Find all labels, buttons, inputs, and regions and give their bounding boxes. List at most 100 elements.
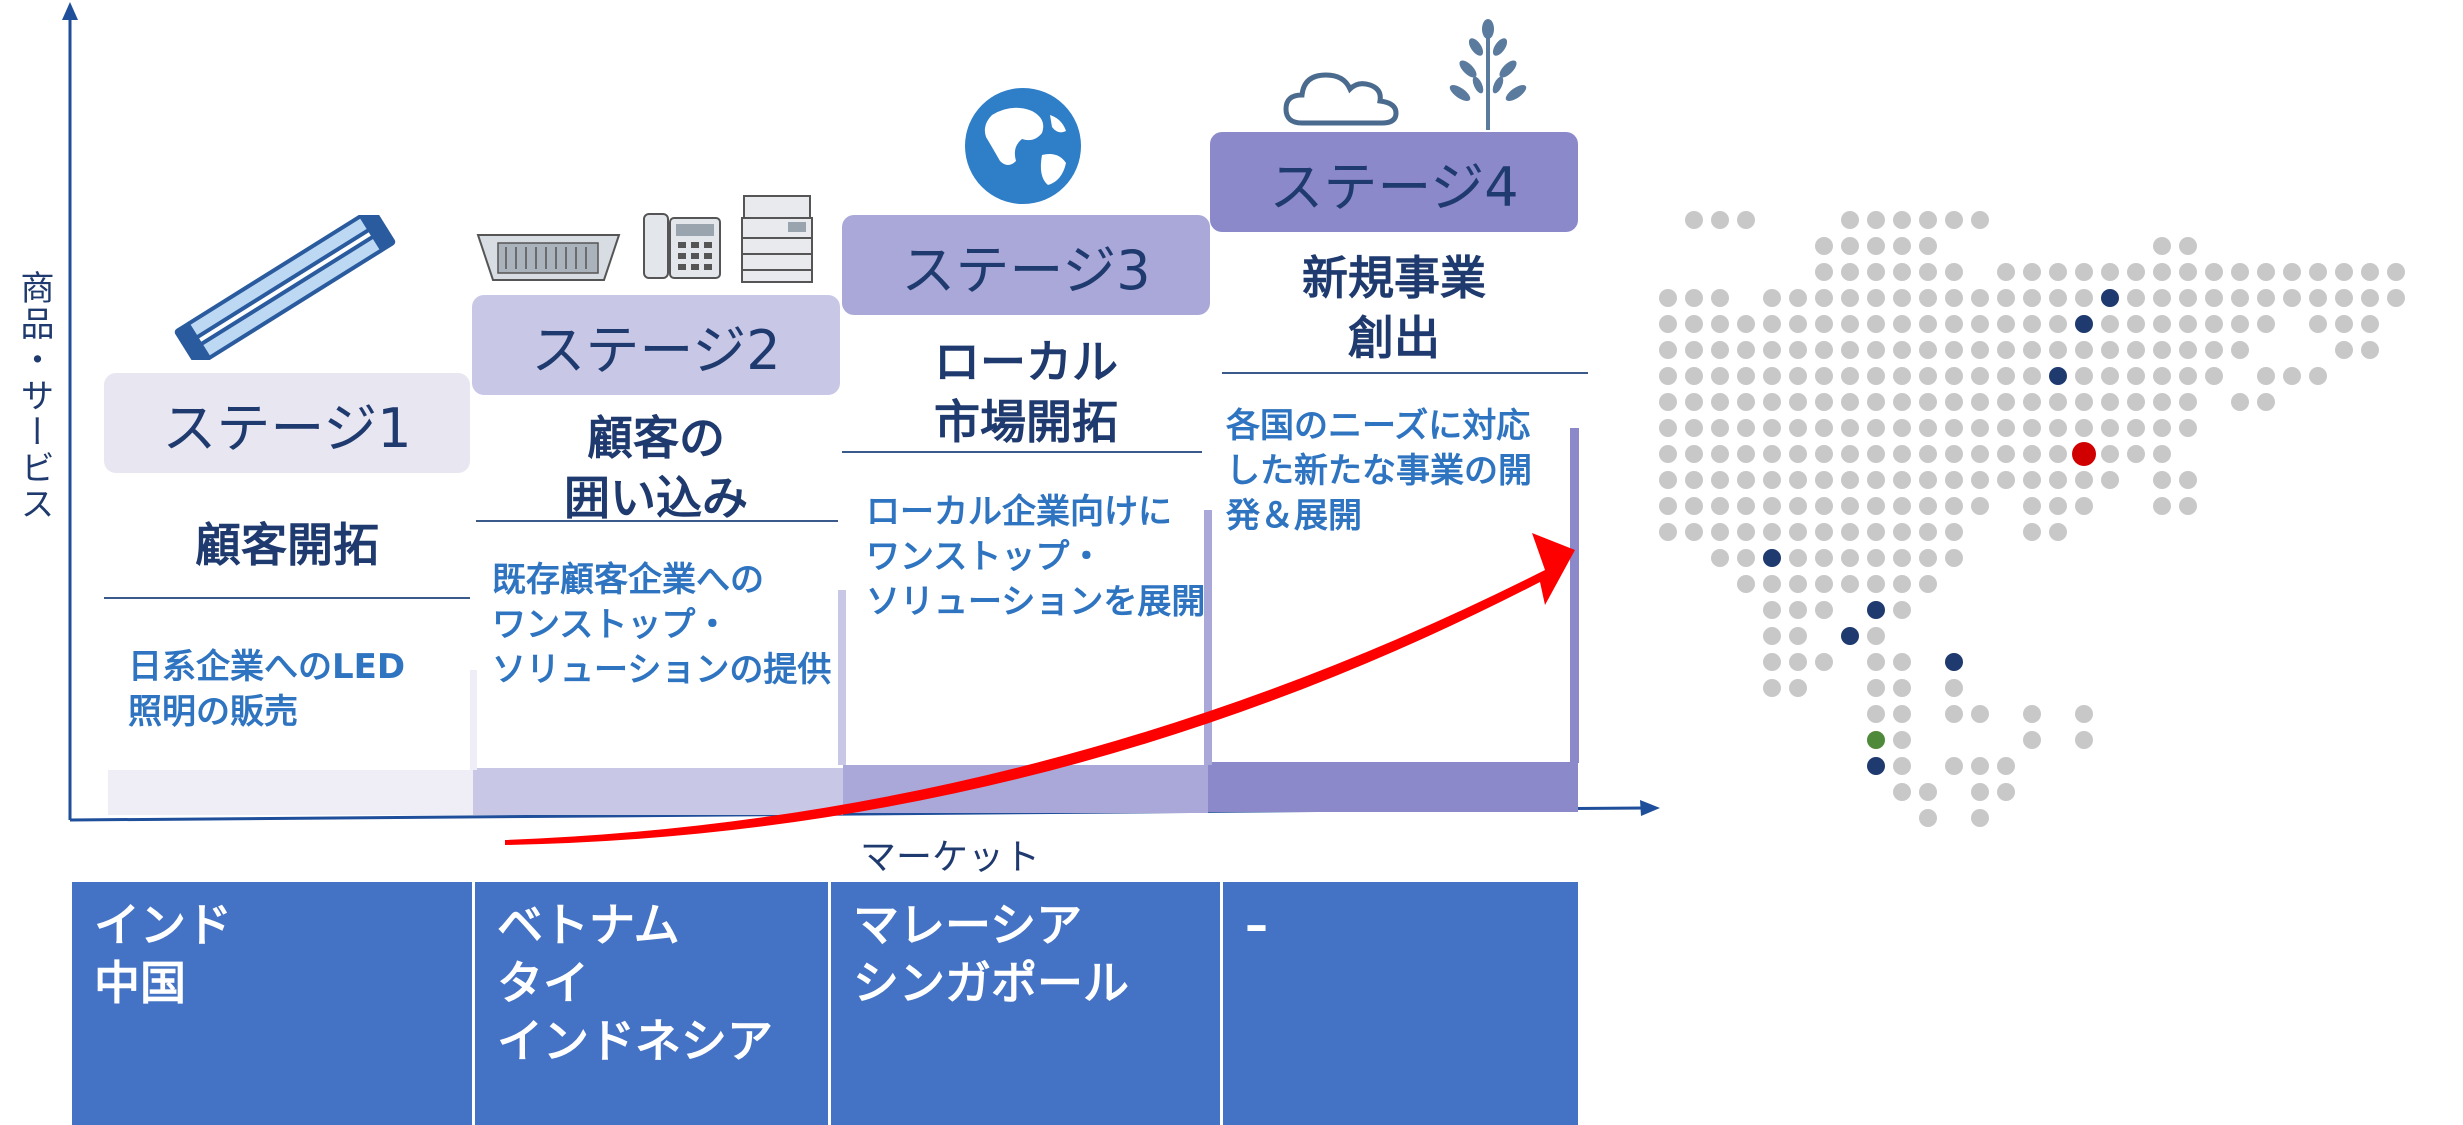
stage4-label: ステージ4	[1269, 155, 1519, 219]
stage4-desc: 各国のニーズに対応 した新たな事業の開 発＆展開	[1226, 406, 1532, 536]
map-dot	[2101, 471, 2119, 489]
map-dot	[1997, 471, 2015, 489]
stage1-base	[108, 770, 473, 815]
map-dot	[2049, 289, 2067, 307]
map-dot	[1789, 289, 1807, 307]
globe-icon	[965, 88, 1081, 204]
map-dot	[1789, 601, 1807, 619]
map-dot	[1919, 237, 1937, 255]
map-dot	[1841, 211, 1859, 229]
map-dot	[2075, 497, 2093, 515]
stage1-desc: 日系企業へのLED 照明の販売	[128, 647, 406, 732]
map-dot	[1711, 419, 1729, 437]
map-dot	[1763, 497, 1781, 515]
map-dot	[2231, 393, 2249, 411]
map-dot	[2335, 341, 2353, 359]
map-dot	[1659, 497, 1677, 515]
map-dot	[1893, 263, 1911, 281]
map-dot	[1737, 393, 1755, 411]
asia-dot-map	[1659, 211, 2405, 827]
map-dot	[2153, 341, 2171, 359]
map-dot	[1919, 341, 1937, 359]
map-dot	[2075, 289, 2093, 307]
map-dot	[1711, 341, 1729, 359]
map-dot	[2127, 289, 2145, 307]
map-dot	[2075, 367, 2093, 385]
map-dot	[1685, 289, 1703, 307]
map-dot	[1997, 419, 2015, 437]
stage1-tab: ステージ1	[104, 373, 470, 473]
map-dot	[2049, 393, 2067, 411]
map-dot	[1711, 549, 1729, 567]
map-dot	[1893, 315, 1911, 333]
map-dot	[1815, 419, 1833, 437]
x-axis-arrowhead	[1640, 800, 1660, 816]
map-dot	[1945, 289, 1963, 307]
map-dot	[2023, 419, 2041, 437]
map-dot	[1815, 471, 1833, 489]
stage2-side	[470, 670, 477, 770]
map-dot	[2101, 263, 2119, 281]
map-dot	[2023, 523, 2041, 541]
stage4-divider	[1222, 372, 1588, 374]
market-cell-stage2: ベトナム タイ インドネシア	[475, 882, 828, 1125]
map-highlight-dot	[1945, 653, 1963, 671]
map-dot	[1685, 419, 1703, 437]
map-dot	[1711, 393, 1729, 411]
map-dot	[1867, 419, 1885, 437]
map-dot	[2179, 263, 2197, 281]
map-dot	[1737, 471, 1755, 489]
map-dot	[2361, 263, 2379, 281]
copier-icon	[741, 195, 813, 283]
map-dot	[1841, 471, 1859, 489]
map-dot	[1685, 471, 1703, 489]
map-dot	[2309, 367, 2327, 385]
market-countries-stage3: マレーシア シンガポール	[853, 898, 1129, 1010]
map-dot	[1659, 393, 1677, 411]
map-dot	[1971, 419, 1989, 437]
map-dot	[1867, 523, 1885, 541]
y-axis-label: 商品・サービス	[14, 270, 54, 522]
map-dot	[2231, 289, 2249, 307]
map-dot	[1867, 627, 1885, 645]
map-dot	[1763, 627, 1781, 645]
map-dot	[1737, 549, 1755, 567]
map-dot	[2101, 393, 2119, 411]
map-dot	[1945, 549, 1963, 567]
map-dot	[2049, 523, 2067, 541]
map-dot	[2335, 315, 2353, 333]
map-dot	[1893, 393, 1911, 411]
map-dot	[1867, 211, 1885, 229]
map-dot	[2361, 341, 2379, 359]
map-dot	[1685, 341, 1703, 359]
map-dot	[1893, 419, 1911, 437]
map-dot	[1919, 445, 1937, 463]
map-dot	[1945, 341, 1963, 359]
map-dot	[2179, 237, 2197, 255]
stage2-desc: 既存顧客企業への ワンストップ・ ソリューションの提供	[492, 560, 832, 690]
map-dot	[1867, 237, 1885, 255]
map-dot	[1867, 497, 1885, 515]
map-dot	[2387, 289, 2405, 307]
map-dot	[2205, 367, 2223, 385]
map-dot	[2153, 419, 2171, 437]
map-dot	[1685, 393, 1703, 411]
map-dot	[1711, 367, 1729, 385]
map-dot	[2387, 263, 2405, 281]
map-dot	[1971, 809, 1989, 827]
map-dot	[2049, 263, 2067, 281]
stage3-title: ローカル 市場開拓	[934, 335, 1118, 449]
map-dot	[1997, 783, 2015, 801]
map-dot	[1789, 679, 1807, 697]
map-dot	[1919, 263, 1937, 281]
map-dot	[1685, 445, 1703, 463]
stage4-side-left	[1204, 510, 1212, 765]
map-dot	[1997, 263, 2015, 281]
map-dot	[1737, 523, 1755, 541]
map-dot	[1971, 211, 1989, 229]
map-dot	[1867, 471, 1885, 489]
map-dot	[1919, 211, 1937, 229]
map-dot	[1867, 393, 1885, 411]
map-dot	[1711, 315, 1729, 333]
stage3-side	[838, 590, 846, 765]
